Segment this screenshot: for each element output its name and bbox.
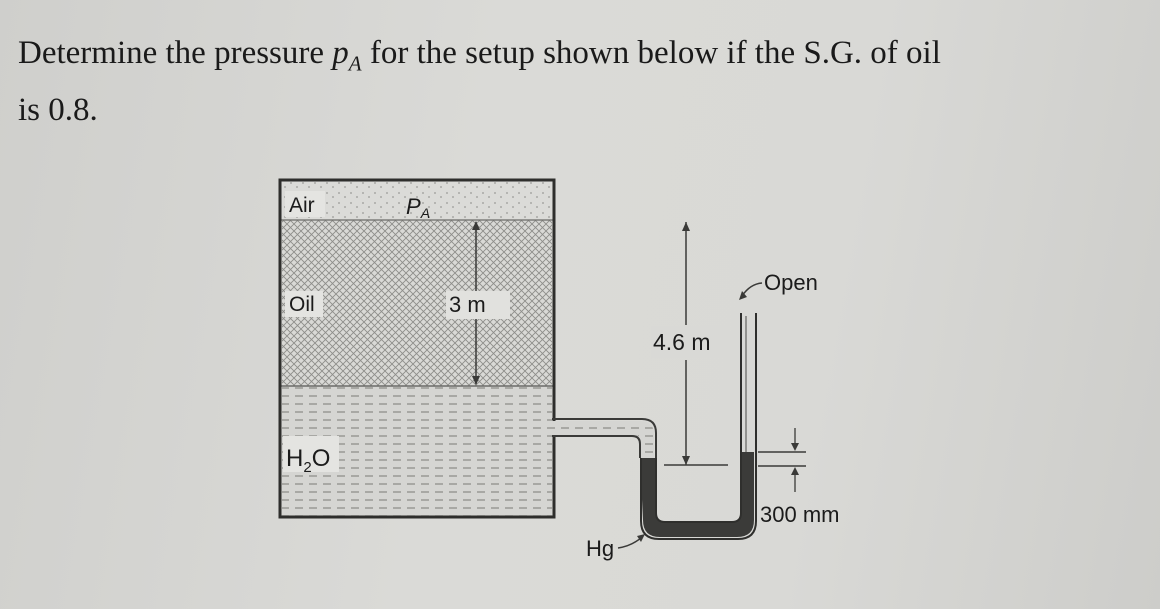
mercury-level-dimension [758,428,806,492]
pipe-outer-wall [552,418,657,458]
problem-text-start: Determine the pressure [18,35,333,71]
hg-leader-line [617,536,643,549]
height-label-box [651,326,729,358]
pipe-fill [552,421,654,458]
problem-statement: Determine the pressure pA for the setup … [18,30,1148,133]
air-region [282,182,552,220]
oil-label: Oil [289,293,315,316]
oil-label-box [285,291,323,317]
u-tube-mercury [640,452,754,537]
air-label-box [285,191,325,217]
connecting-pipe [552,418,657,458]
pressure-subscript: A [348,51,362,76]
oil-depth-label: 3 m [449,292,486,317]
height-dimension [664,222,728,466]
air-label: Air [289,194,315,217]
pa-label: PA [406,194,430,221]
open-leader-arrow [739,291,747,300]
problem-text-line2: is 0.8. [18,91,98,128]
pressure-symbol: pA [332,35,362,76]
open-leader-line [741,282,763,297]
height-label: 4.6 m [653,329,711,355]
mercury-label: Hg [586,536,614,561]
pipe-inner-wall [552,435,641,458]
water-label-box [283,436,339,472]
problem-text-end: for the setup shown below if the S.G. of… [361,35,941,71]
u-tube [640,313,757,540]
u-tube-inner-wall [655,313,742,523]
oil-depth-label-box [446,291,510,319]
water-label: H2O [286,445,330,476]
open-label: Open [764,270,818,295]
tank-wall [278,178,556,519]
mercury-level-label: 300 mm [760,502,839,527]
hg-leader-arrow [637,534,645,542]
u-tube-outer-wall [640,313,757,540]
